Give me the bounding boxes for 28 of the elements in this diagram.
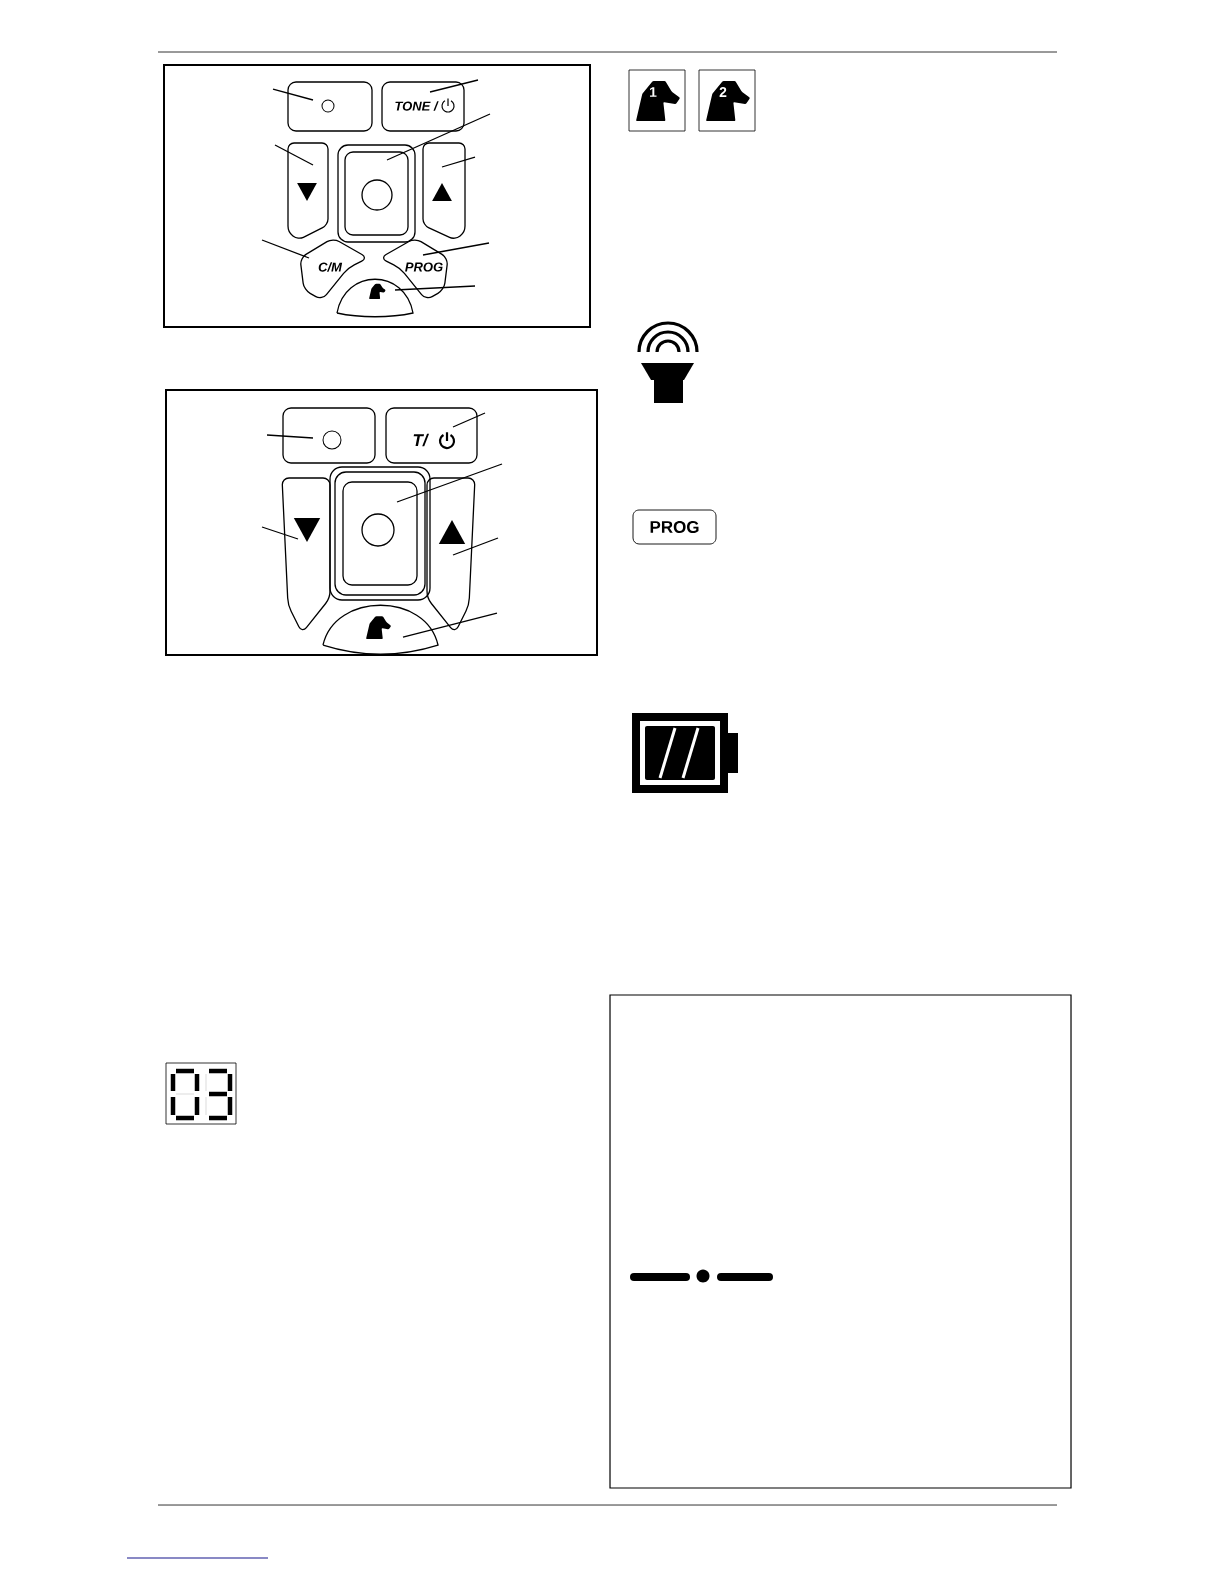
leader-line [274,144,314,166]
leader-line [422,242,490,256]
tone-button: T/ [385,407,478,464]
prog-button: PROG [382,239,448,299]
down-button [287,142,329,239]
light-button [287,81,373,132]
leader-line [441,156,476,168]
tone-button: TONE / [381,81,465,132]
leader-line [261,526,299,540]
leader-line [429,79,479,93]
dog-button [336,278,414,318]
leader-line [402,612,498,638]
dog-button [322,604,439,655]
leader-line [396,463,503,503]
leader-line [386,113,491,161]
up-button [422,142,466,239]
light-button [282,407,376,464]
leader-line [266,434,314,439]
leader-line [394,285,476,291]
down-button [281,477,331,631]
center-button [337,144,416,243]
leader-line [261,239,310,259]
leader-line [452,412,486,428]
mode-button: C/M [300,239,366,299]
leader-line [272,88,314,101]
leader-line [452,537,499,556]
center-button [329,466,431,601]
up-button [426,477,476,631]
